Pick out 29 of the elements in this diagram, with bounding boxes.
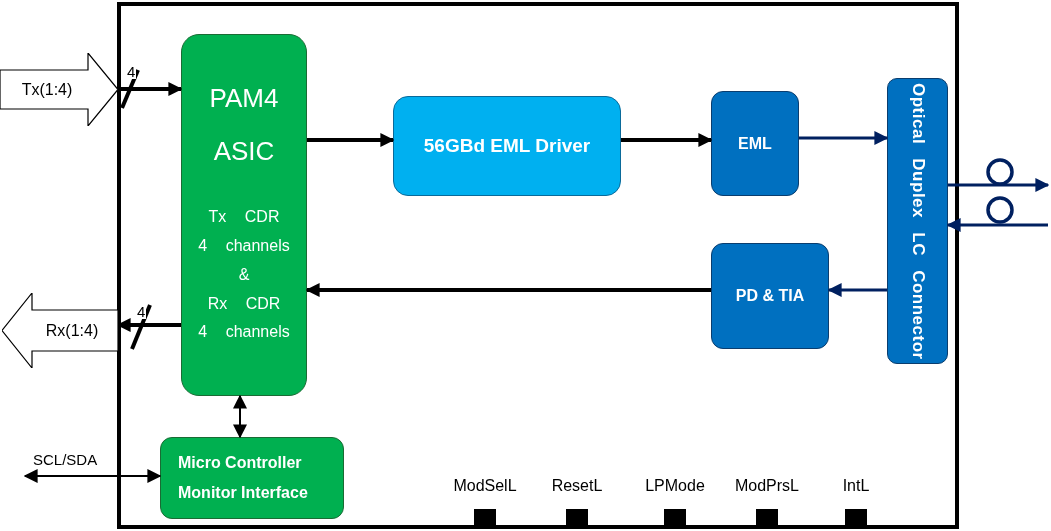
pin-label: ResetL [551, 476, 603, 496]
pin-label: ModSelL [453, 476, 517, 496]
signal-block-arrow [0, 53, 118, 126]
edge-label: SCL/SDA [32, 452, 99, 467]
asic-block [181, 34, 307, 396]
block-label: PD & TIA [735, 286, 805, 306]
block-label: Tx CDR 4 channels [197, 207, 291, 256]
block-label: Rx CDR 4 channels [197, 293, 291, 343]
signal-label: Tx(1:4) [21, 79, 73, 100]
edge-label: 4 [126, 64, 137, 79]
block-label: PAM4 [209, 82, 279, 114]
edge-label: 4 [136, 304, 147, 319]
signal-label: Rx(1:4) [45, 320, 99, 341]
pin-label: LPMode [645, 476, 705, 496]
block-label: ASIC [213, 136, 275, 168]
module-outline [117, 2, 959, 529]
block-label: & [237, 264, 251, 285]
pin-label: ModPrsL [735, 476, 799, 496]
receiver-block [711, 243, 829, 349]
block-label: Micro Controller Monitor Interface [178, 453, 309, 503]
controller-block [160, 437, 344, 519]
block-label: EML [738, 133, 772, 154]
block-label: 56GBd EML Driver [423, 134, 591, 158]
driver-block [393, 96, 621, 196]
laser-block [711, 91, 799, 196]
signal-block-arrow [2, 293, 118, 368]
connector-block [887, 78, 948, 364]
pin-label: IntL [842, 476, 870, 496]
block-label: Optical Duplex LC Connector [907, 82, 928, 360]
